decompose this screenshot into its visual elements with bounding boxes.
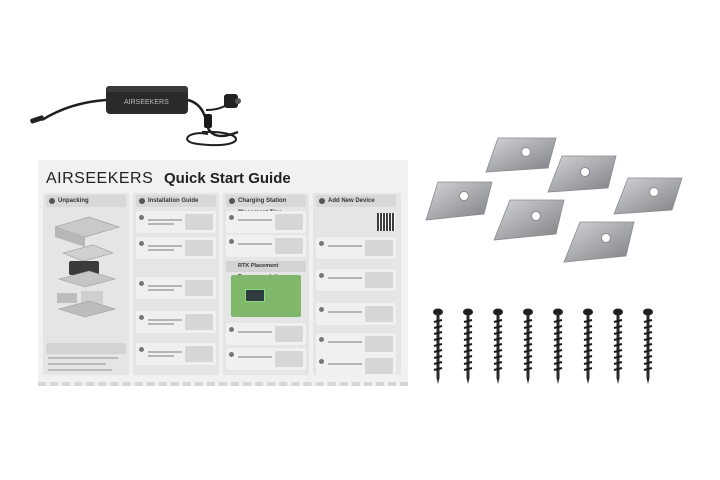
add-device-panel: Add New Device xyxy=(313,193,401,377)
rtk-heading: RTK Placement Recommendations xyxy=(226,261,306,280)
ground-screws xyxy=(432,308,654,385)
blade xyxy=(493,199,565,241)
replacement-blades xyxy=(425,137,683,263)
installation-panel: Installation Guide xyxy=(133,193,219,375)
add-device-heading: Add New Device xyxy=(316,195,396,207)
ground-screw xyxy=(612,308,624,385)
unpacking-list-header xyxy=(46,343,126,354)
unpacking-panel: Unpacking xyxy=(43,193,129,375)
wall-plug xyxy=(224,94,238,108)
charging-station-heading: Charging Station Placement Tips xyxy=(226,195,306,216)
blade xyxy=(563,221,635,263)
ground-screw xyxy=(582,308,594,385)
adapter-brick xyxy=(106,86,188,114)
ground-screw xyxy=(522,308,534,385)
cable-ferrite xyxy=(204,114,212,128)
adapter-brand-logo: AIRSEEKERS xyxy=(124,99,169,106)
quick-start-guide-sheet: AIRSEEKERS Quick Start Guide Unpacking I… xyxy=(38,160,408,386)
ground-screw xyxy=(552,308,564,385)
cable-coil xyxy=(186,130,237,147)
installation-heading: Installation Guide xyxy=(136,195,216,207)
ground-screw xyxy=(492,308,504,385)
exploded-package-illustration xyxy=(53,216,121,318)
unpacking-heading: Unpacking xyxy=(46,195,126,207)
blade xyxy=(485,137,557,173)
guide-brand-logo: AIRSEEKERS xyxy=(46,170,154,187)
dc-cable xyxy=(41,98,107,122)
blade xyxy=(547,155,617,193)
guide-title: Quick Start Guide xyxy=(164,170,291,187)
ground-screw xyxy=(462,308,474,385)
power-adapter: AIRSEEKERS xyxy=(30,86,241,147)
blade xyxy=(613,177,683,215)
dc-plug xyxy=(30,115,45,124)
rtk-yard-map xyxy=(231,275,301,317)
charging-station-panel: Charging Station Placement Tips RTK Plac… xyxy=(223,193,309,375)
ground-screw xyxy=(642,308,654,385)
ground-screw xyxy=(432,308,444,385)
blade xyxy=(425,181,493,221)
app-qr-code xyxy=(377,213,395,231)
